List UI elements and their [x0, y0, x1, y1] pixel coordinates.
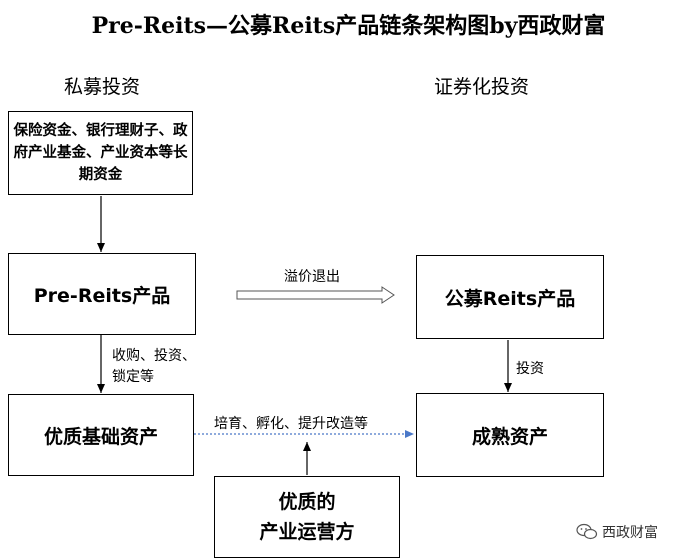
section-private-investment: 私募投资 — [64, 76, 141, 98]
node-pre-reits-label: Pre-Reits产品 — [33, 284, 171, 307]
watermark: 西政财富 — [576, 522, 658, 542]
node-industry-operator-label: 优质的 产业运营方 — [259, 491, 355, 543]
node-industry-operator: 优质的 产业运营方 — [214, 476, 400, 558]
watermark-text: 西政财富 — [602, 525, 658, 541]
section-securitized-investment: 证券化投资 — [434, 76, 530, 98]
node-public-reits: 公募Reits产品 — [416, 255, 604, 339]
node-public-reits-label: 公募Reits产品 — [444, 287, 576, 310]
edge-label-invest: 投资 — [516, 361, 544, 377]
node-mature-assets-label: 成熟资产 — [471, 425, 548, 448]
diagram-title: Pre-Reits—公募Reits产品链条架构图by西政财富 — [91, 13, 606, 39]
node-long-term-funds: 保险资金、银行理财子、政府产业基金、产业资本等长期资金 — [8, 111, 193, 195]
edge-label-acquire: 收购、投资、 锁定等 — [112, 348, 196, 385]
wechat-icon — [576, 523, 598, 540]
node-long-term-funds-label: 保险资金、银行理财子、政府产业基金、产业资本等长期资金 — [13, 123, 188, 183]
hollow-arrow-premium-exit — [236, 286, 395, 304]
edge-label-cultivate: 培育、孵化、提升改造等 — [214, 416, 368, 432]
node-mature-assets: 成熟资产 — [416, 393, 604, 477]
node-pre-reits: Pre-Reits产品 — [8, 253, 196, 335]
node-quality-assets-label: 优质基础资产 — [43, 425, 158, 448]
node-quality-assets: 优质基础资产 — [8, 394, 194, 476]
edge-label-premium-exit: 溢价退出 — [284, 269, 340, 285]
